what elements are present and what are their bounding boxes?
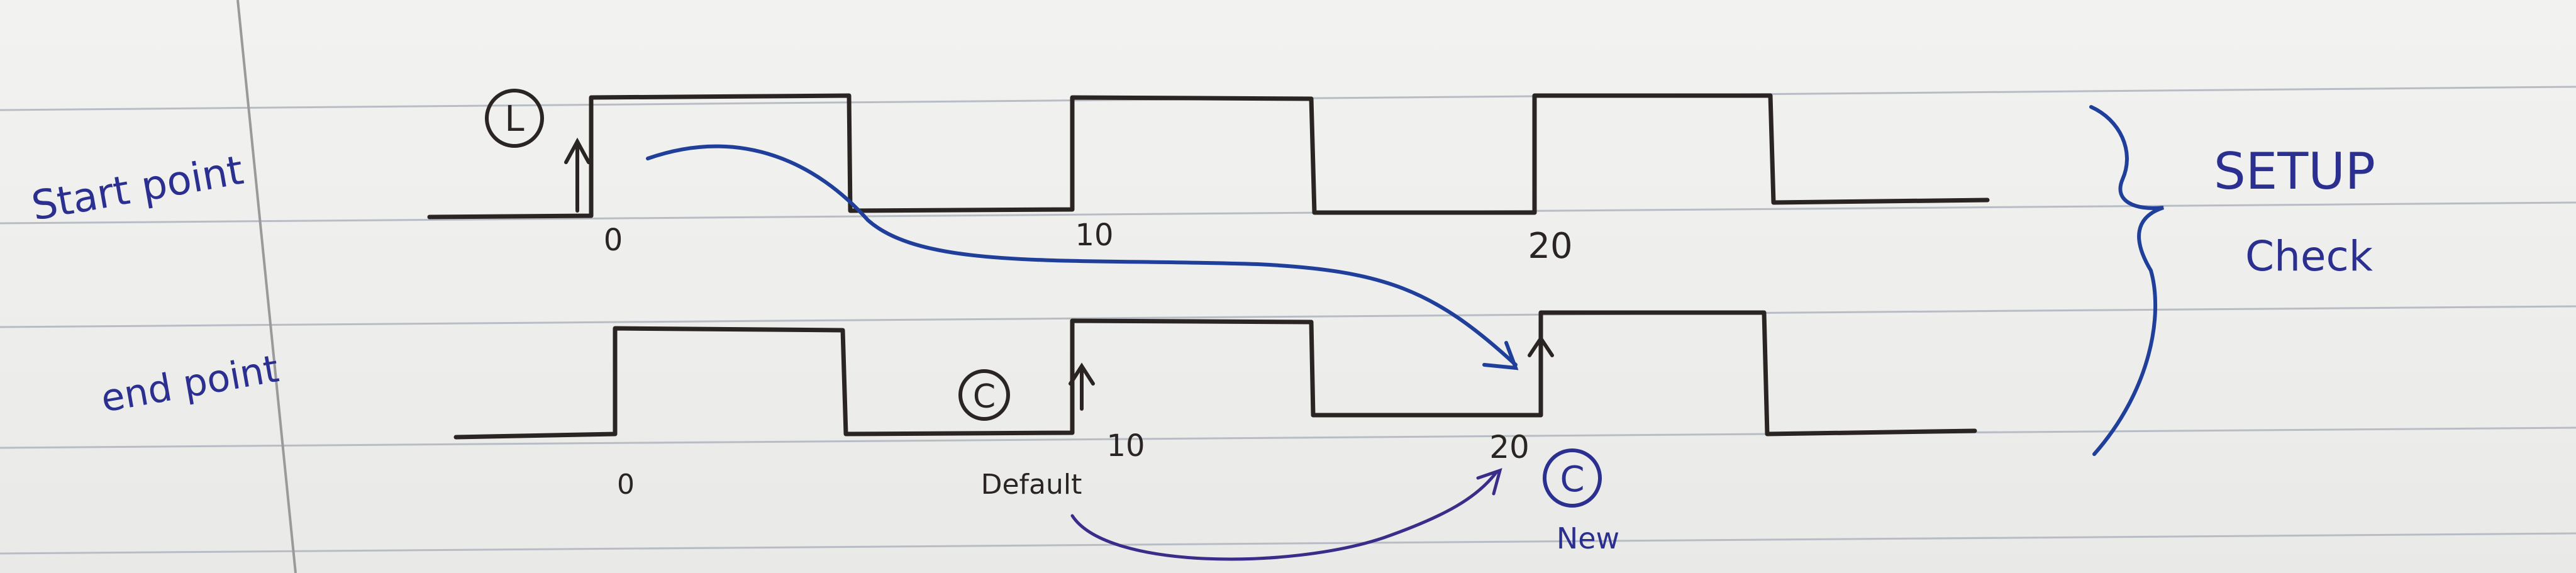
top-clock-waveform [427, 93, 1990, 220]
end-point-label: end point [97, 347, 282, 421]
bottom-tick-0: 0 [617, 469, 635, 501]
setup-check-brace [2089, 105, 2164, 456]
margin-line [236, 0, 297, 573]
new-capture-arrow [1528, 335, 1554, 379]
top-tick-20: 20 [1528, 226, 1572, 267]
default-capture-arrow [1069, 362, 1095, 411]
start-point-label: Start point [28, 147, 247, 230]
default-to-new-arrow [1070, 468, 1502, 561]
top-tick-0: 0 [604, 223, 623, 258]
svg-text:C: C [973, 378, 996, 416]
default-caption: Default [981, 469, 1082, 501]
bottom-tick-10: 10 [1106, 428, 1145, 464]
svg-text:C: C [1560, 459, 1584, 500]
setup-path-arrow [646, 144, 1519, 370]
check-label: Check [2245, 232, 2373, 281]
svg-text:L: L [504, 99, 524, 140]
bottom-clock-waveform [453, 310, 1977, 440]
top-tick-10: 10 [1075, 218, 1113, 253]
launch-marker: L [485, 89, 544, 148]
default-capture-marker: C [958, 369, 1010, 421]
setup-label: SETUP [2214, 142, 2375, 201]
new-capture-marker: C [1543, 448, 1602, 508]
new-caption: New [1557, 521, 1619, 555]
bottom-tick-20: 20 [1489, 429, 1530, 465]
launch-edge-arrow [564, 137, 591, 213]
